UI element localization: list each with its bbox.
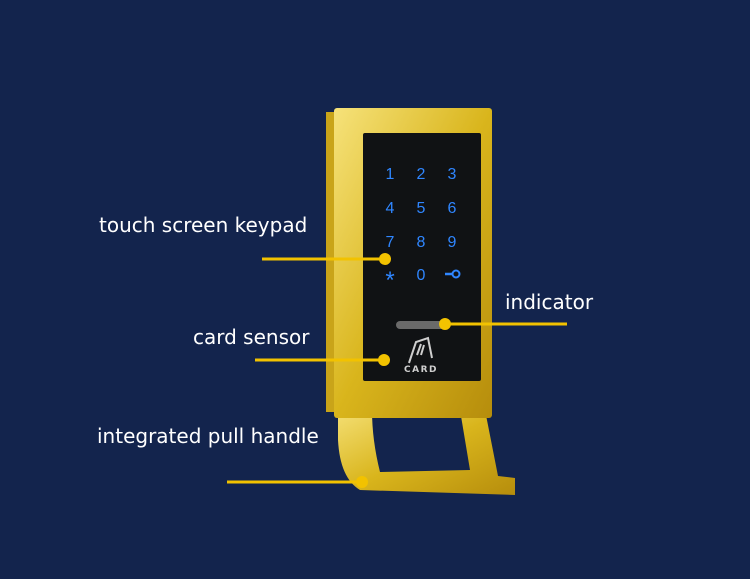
label-keypad: touch screen keypad	[99, 213, 308, 237]
keypad-key: 9	[448, 234, 457, 251]
keypad-screen	[363, 133, 481, 381]
keypad-key: 8	[417, 234, 426, 251]
keypad-key: 2	[417, 166, 426, 183]
keypad-key: 3	[448, 166, 457, 183]
label-card-sensor: card sensor	[193, 325, 310, 349]
keypad-leader-dot	[379, 253, 391, 265]
keypad-key: 6	[448, 200, 457, 217]
keypad-key-icon	[445, 269, 461, 279]
pull-handle	[338, 405, 515, 495]
keypad-keys: 1 2 3 4 5 6 7 8 9 * 0	[385, 166, 461, 294]
label-pull-handle: integrated pull handle	[97, 424, 319, 448]
keypad-key: 0	[417, 267, 426, 284]
keypad-key: 5	[417, 200, 426, 217]
keypad-key: 4	[386, 200, 395, 217]
pull-handle-leader-dot	[356, 476, 368, 488]
indicator-leader-dot	[439, 318, 451, 330]
label-indicator: indicator	[505, 290, 594, 314]
keypad-key: 1	[386, 166, 395, 183]
card-icon	[408, 336, 433, 364]
keypad-key: *	[385, 267, 394, 294]
indicator-light	[396, 321, 450, 329]
card-sensor-leader-dot	[378, 354, 390, 366]
card-text: CARD	[404, 365, 438, 375]
keypad-key: 7	[386, 234, 395, 251]
